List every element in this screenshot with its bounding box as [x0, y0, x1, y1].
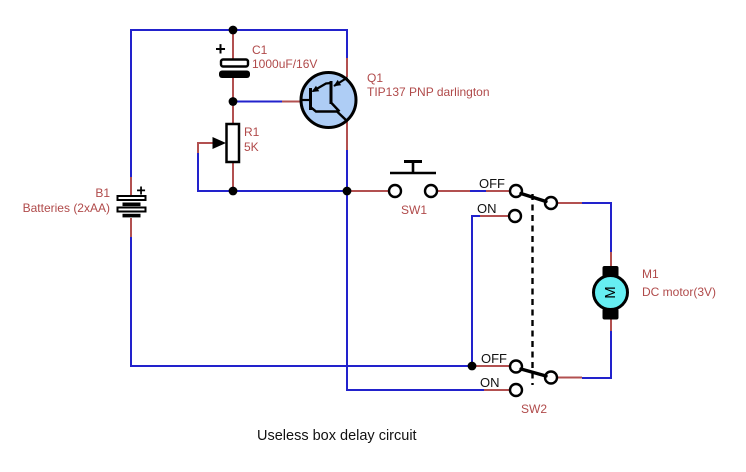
- potentiometer-symbol: [212, 122, 241, 164]
- potentiometer-ref-label: R1: [244, 125, 260, 139]
- capacitor-plus-sign: +: [215, 39, 226, 59]
- lower-switch-blade: [519, 367, 548, 378]
- capacitor-value-label: 1000uF/16V: [252, 57, 318, 71]
- lower-off-label: OFF: [481, 351, 507, 366]
- motor-ref-label: M1: [642, 267, 659, 281]
- motor-letter: M: [602, 286, 619, 299]
- upper-on-contact: [507, 208, 523, 224]
- capacitor-ref-label: C1: [252, 43, 268, 57]
- motor-symbol: M: [592, 266, 629, 320]
- wiper-arrow-icon: [212, 137, 226, 149]
- battery-symbol: +: [116, 183, 147, 218]
- battery-ref-label: B1: [95, 186, 110, 200]
- upper-switch-blade: [519, 191, 548, 204]
- switch-lower-pole: [508, 359, 559, 398]
- switch-upper-pole: [507, 183, 559, 224]
- lower-on-contact: [508, 382, 524, 398]
- potentiometer-value-label: 5K: [244, 140, 259, 154]
- upper-on-label: ON: [477, 201, 497, 216]
- diagram-title: Useless box delay circuit: [257, 428, 417, 444]
- upper-off-contact: [508, 183, 524, 199]
- transistor-value-label: TIP137 PNP darlington: [367, 85, 490, 99]
- capacitor-symbol: +: [215, 39, 250, 78]
- pushbutton-symbol: [387, 160, 439, 199]
- lower-common-contact: [543, 370, 559, 385]
- upper-common-contact: [543, 195, 559, 211]
- slide-switch-ref-label: SW2: [521, 402, 548, 416]
- lower-on-label: ON: [480, 375, 500, 390]
- junction-dots: [228, 25, 477, 371]
- lower-off-contact: [508, 359, 524, 374]
- wires: [130, 29, 612, 391]
- upper-off-label: OFF: [479, 176, 505, 191]
- pushbutton-ref-label: SW1: [401, 203, 428, 217]
- component-pins: [130, 33, 612, 391]
- transistor-symbol: [299, 71, 358, 129]
- battery-plus-sign: +: [136, 183, 145, 200]
- motor-value-label: DC motor(3V): [642, 285, 717, 299]
- battery-value-label: Batteries (2xAA): [22, 201, 110, 215]
- transistor-ref-label: Q1: [367, 71, 384, 85]
